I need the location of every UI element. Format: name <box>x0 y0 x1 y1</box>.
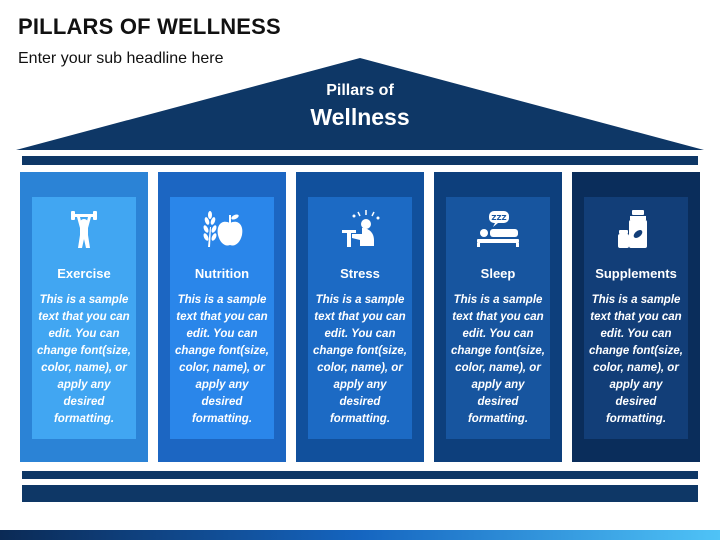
pillar-panel: Nutrition This is a sample text that you… <box>170 197 274 439</box>
pillar-panel: ZZZ Sleep This is a sample text that you… <box>446 197 550 439</box>
pillar-text: This is a sample text that you can edit.… <box>175 294 269 425</box>
pillar-text: This is a sample text that you can edit.… <box>37 294 131 425</box>
page-title: PILLARS OF WELLNESS <box>18 14 281 39</box>
sleeping-person-icon: ZZZ <box>446 207 550 251</box>
pillar-label: Sleep <box>480 266 516 281</box>
svg-text:ZZZ: ZZZ <box>491 214 506 222</box>
pillar-exercise: Exercise This is a sample text that you … <box>20 172 148 462</box>
bottom-gradient-strip <box>0 530 720 540</box>
dumbbell-person-icon <box>32 207 136 251</box>
supplement-bottles-icon <box>584 207 688 251</box>
pillar-label: Exercise <box>57 266 111 281</box>
pillar-nutrition: Nutrition This is a sample text that you… <box>158 172 286 462</box>
pillar-label: Supplements <box>595 266 677 281</box>
pillar-text: This is a sample text that you can edit.… <box>589 294 683 425</box>
roof-label: Pillars of Wellness <box>260 82 460 131</box>
pillar-label: Stress <box>340 266 380 281</box>
roof-label-line2: Wellness <box>310 104 410 130</box>
pillar-panel: Exercise This is a sample text that you … <box>32 197 136 439</box>
pillar-text: This is a sample text that you can edit.… <box>451 294 545 425</box>
top-beam <box>22 156 698 165</box>
bottom-beam-thin <box>22 471 698 479</box>
pillar-panel: Stress This is a sample text that you ca… <box>308 197 412 439</box>
bottom-beam-thick <box>22 485 698 502</box>
pillar-sleep: ZZZ Sleep This is a sample text that you… <box>434 172 562 462</box>
roof-label-line1: Pillars of <box>326 82 394 99</box>
pillar-label: Nutrition <box>194 266 250 281</box>
stressed-person-icon <box>308 207 412 251</box>
pillar-text: This is a sample text that you can edit.… <box>313 294 407 425</box>
page-subtitle: Enter your sub headline here <box>18 50 224 67</box>
wheat-apple-icon <box>170 207 274 251</box>
roof-triangle <box>16 58 704 150</box>
pillar-supplements: Supplements This is a sample text that y… <box>572 172 700 462</box>
pillar-panel: Supplements This is a sample text that y… <box>584 197 688 439</box>
pillar-stress: Stress This is a sample text that you ca… <box>296 172 424 462</box>
